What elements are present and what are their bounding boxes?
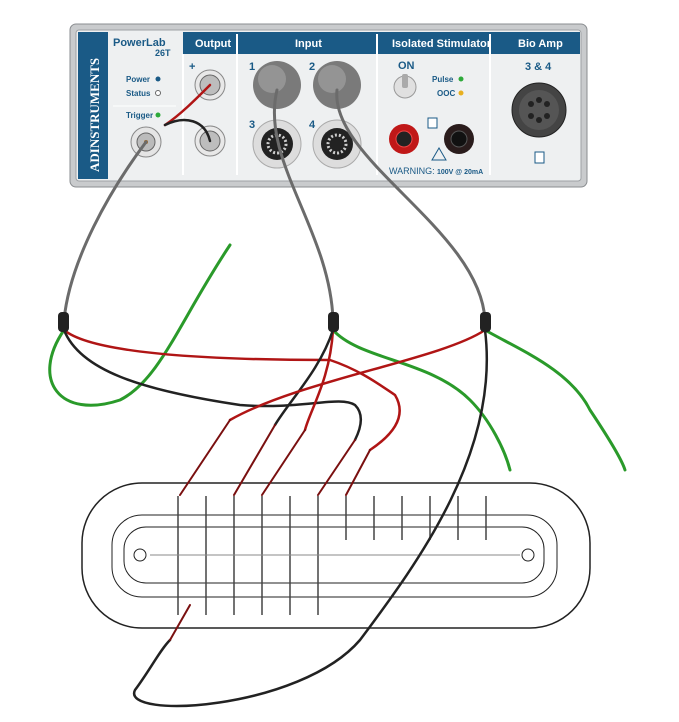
stimulator-negative-terminal[interactable]	[444, 124, 474, 154]
input-4-label: 4	[309, 119, 316, 131]
stim-black-lead-top	[163, 118, 212, 143]
input2-black-lead	[133, 328, 488, 708]
input2-red-lead	[228, 328, 487, 422]
input-2-label: 2	[309, 61, 315, 73]
ooc-led	[458, 90, 464, 96]
isolated-patient-icon	[427, 117, 438, 129]
cables	[48, 83, 627, 708]
trigger-led	[155, 112, 161, 118]
nerve-bath-chamber	[81, 482, 591, 629]
warning-triangle-icon	[431, 147, 447, 161]
ground-green-lead-1	[48, 243, 232, 407]
warning-label: WARNING:	[389, 166, 435, 176]
power-led	[155, 76, 161, 82]
stim-red-lead	[62, 328, 401, 452]
ooc-label: OOC	[437, 89, 455, 98]
input2-grey-cable	[335, 88, 487, 322]
brand-logo: ADINSTRUMENTS	[87, 58, 102, 172]
trigger-label: Trigger	[126, 111, 153, 120]
input1-grey-cable	[272, 88, 335, 322]
bioamp-connector[interactable]	[511, 82, 567, 138]
ground-green-lead-2	[331, 328, 512, 472]
pulse-led	[458, 76, 464, 82]
powerlab-front-panel: ADINSTRUMENTS PowerLab 26T Output Input …	[69, 23, 588, 188]
status-led	[155, 90, 161, 96]
trigger-grey-cable	[62, 140, 148, 322]
bioamp-channels-label: 3 & 4	[525, 61, 552, 73]
input-1-label: 1	[249, 61, 255, 73]
status-label: Status	[126, 89, 151, 98]
pulse-label: Pulse	[432, 75, 454, 84]
ground-green-lead-3	[483, 328, 627, 472]
bioamp-isolated-icon	[534, 151, 545, 164]
stimulator-on-label: ON	[398, 60, 415, 72]
input1-black-lead	[273, 328, 335, 427]
section-bio-amp: Bio Amp	[518, 38, 563, 50]
power-label: Power	[126, 75, 150, 84]
stim-black-lead	[62, 328, 362, 442]
input-1-connector[interactable]	[253, 61, 301, 109]
output-plus-label: +	[189, 61, 195, 73]
stimulator-toggle-switch[interactable]	[393, 74, 417, 99]
model-number: 26T	[155, 48, 171, 58]
model-name: PowerLab	[113, 37, 166, 49]
section-isolated-stimulator: Isolated Stimulator	[392, 38, 492, 50]
stimulator-positive-terminal[interactable]	[389, 124, 419, 154]
warning-rating: 100V @ 20mA	[437, 169, 483, 176]
input-4-connector[interactable]	[312, 119, 362, 169]
input-2-connector[interactable]	[313, 61, 361, 109]
input1-red-lead	[303, 328, 335, 432]
section-input: Input	[295, 38, 322, 50]
input-3-label: 3	[249, 119, 255, 131]
section-output: Output	[195, 38, 231, 50]
